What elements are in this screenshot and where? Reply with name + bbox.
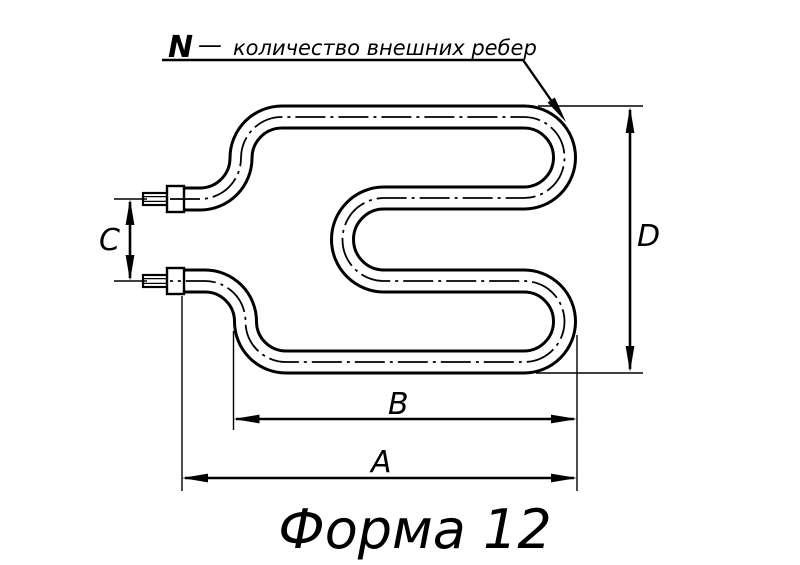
leader-line (162, 58, 561, 114)
arrowhead (625, 346, 635, 372)
tube-core (184, 107, 574, 372)
dimension-d: D (536, 105, 660, 374)
callout-separator: — (198, 31, 222, 59)
leader-arrowhead (547, 97, 566, 122)
arrowhead (551, 414, 577, 424)
arrowhead (233, 414, 260, 424)
dimension-c: C (99, 198, 147, 282)
terminal-pin-top (141, 184, 186, 214)
form-title: Форма 12 (278, 498, 552, 561)
arrowhead (125, 199, 135, 225)
dimension-label-d: D (637, 219, 660, 254)
arrowhead (551, 473, 577, 483)
heater-tube (184, 104, 577, 375)
dimension-label-c: C (99, 223, 120, 258)
terminal-collar (165, 266, 186, 296)
fin-count-callout: N — количество внешних ребер (162, 30, 566, 122)
arrowhead (125, 255, 135, 281)
dimension-label-a: A (369, 445, 392, 480)
terminal-pin-bottom (141, 266, 186, 296)
dimension-label-b: B (388, 387, 409, 422)
callout-description: количество внешних ребер (233, 36, 537, 60)
dimension-b: B (232, 331, 578, 491)
dimension-a: A (181, 296, 577, 491)
arrowhead (182, 473, 208, 483)
arrowhead (625, 107, 635, 133)
